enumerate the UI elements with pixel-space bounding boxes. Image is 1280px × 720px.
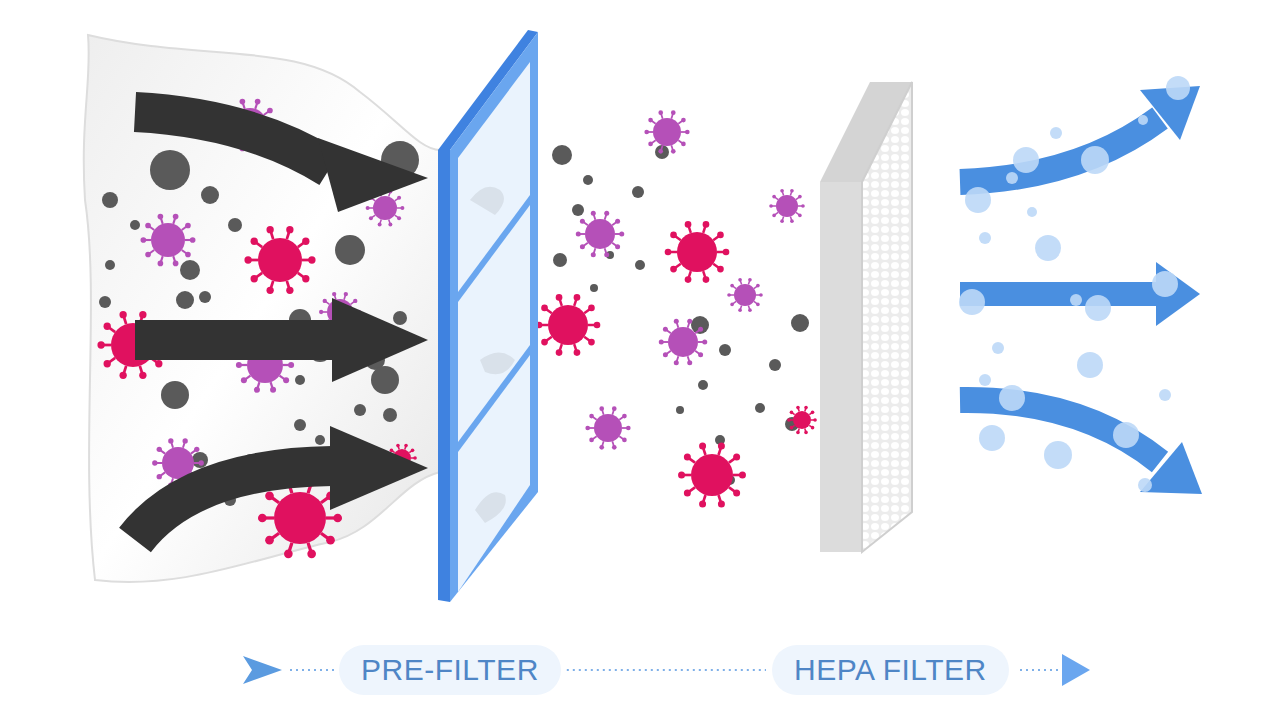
virus <box>678 443 746 508</box>
air-cloud <box>84 35 440 582</box>
hepa-filter <box>820 82 912 552</box>
virus <box>141 214 196 267</box>
virus <box>659 319 708 365</box>
flow-connector <box>567 670 766 671</box>
stage-label: PRE-FILTER <box>339 645 561 695</box>
airflow-arrows-clean <box>960 86 1202 494</box>
dust-particle <box>691 316 709 334</box>
dust-particle <box>583 175 593 185</box>
dust-particle <box>371 366 399 394</box>
dust-particle <box>180 260 200 280</box>
virus <box>727 278 763 312</box>
virus <box>585 406 630 449</box>
flow-line <box>243 654 1090 686</box>
virus <box>787 406 817 434</box>
dust-particle <box>201 186 219 204</box>
virus <box>536 294 601 356</box>
dust-particle <box>676 406 684 414</box>
dust-particle <box>130 220 140 230</box>
dust-particle <box>698 380 708 390</box>
virus <box>244 226 315 294</box>
dust-particle <box>176 291 194 309</box>
virus <box>769 189 805 223</box>
dust-particle <box>354 404 366 416</box>
dust-particle <box>572 204 584 216</box>
clean-air-bubbles <box>959 76 1190 492</box>
stage-name: PRE-FILTER <box>361 653 539 687</box>
dust-particle <box>335 235 365 265</box>
virus <box>665 221 730 283</box>
dust-particle <box>769 359 781 371</box>
dust-particle <box>228 218 242 232</box>
stage-label: HEPA FILTER <box>772 645 1009 695</box>
dust-particle <box>719 344 731 356</box>
dust-particle <box>655 145 669 159</box>
dust-particle <box>150 150 190 190</box>
dust-particle <box>635 260 645 270</box>
dust-particle <box>99 296 111 308</box>
dust-particle <box>632 186 644 198</box>
dust-particle <box>315 435 325 445</box>
dust-particle <box>192 452 208 468</box>
airflow-arrows-dirty <box>135 112 428 540</box>
dust-particle <box>755 403 765 413</box>
dust-particle <box>295 375 305 385</box>
dust-particle <box>552 145 572 165</box>
dust-particle <box>294 419 306 431</box>
pre-filter-panel <box>438 30 538 602</box>
stage-name: HEPA FILTER <box>794 653 987 687</box>
dust-particle <box>791 314 809 332</box>
dust-particle <box>105 260 115 270</box>
dust-particle <box>161 381 189 409</box>
dust-particle <box>199 291 211 303</box>
dust-particle <box>383 408 397 422</box>
dust-particle <box>393 311 407 325</box>
virus <box>644 110 689 153</box>
virus <box>576 211 625 257</box>
dust-particle <box>553 253 567 267</box>
dust-particle <box>102 192 118 208</box>
dust-particle <box>590 284 598 292</box>
